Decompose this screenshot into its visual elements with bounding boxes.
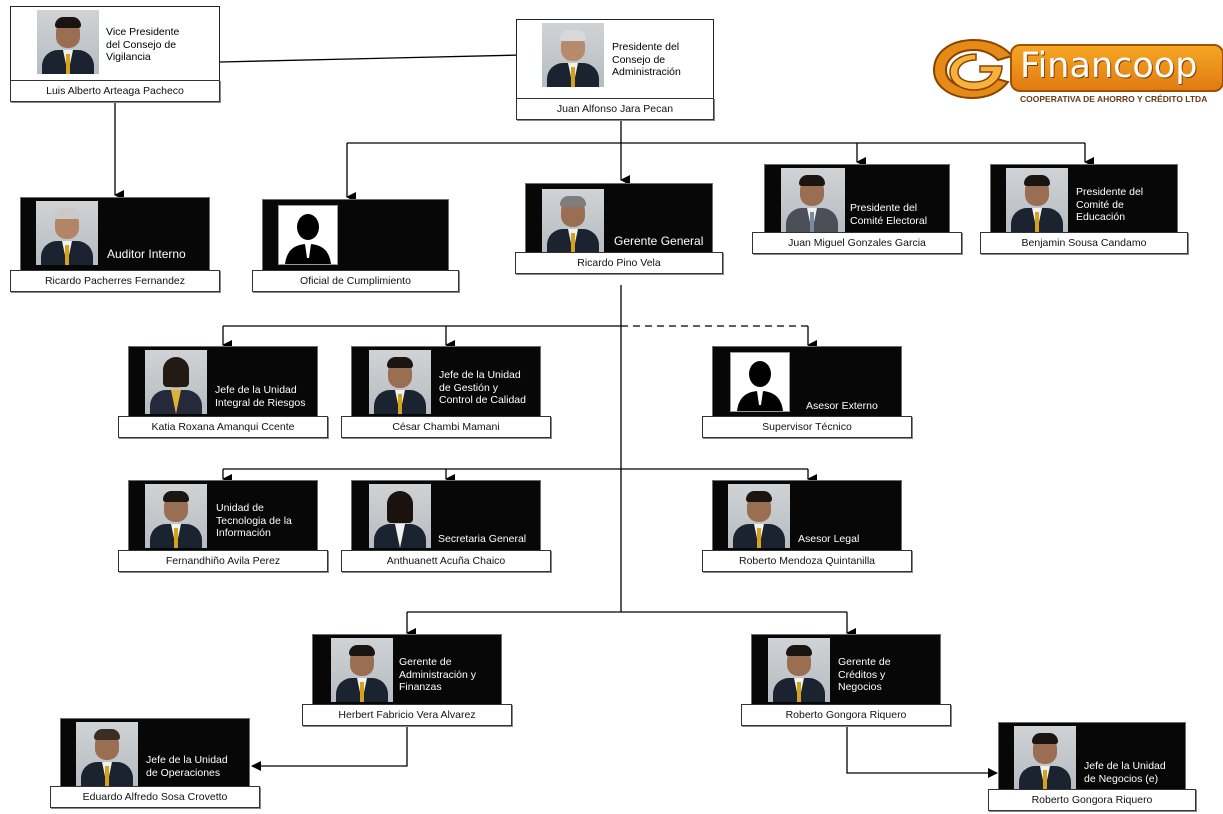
connector-to-operaciones [251,725,408,771]
logo-wordmark-box [1010,44,1223,92]
card-asesor-externo: Asesor Externo Supervisor Técnico [702,346,912,438]
card-title: Gerente General [614,234,704,248]
card-name: César Chambi Mamani [341,416,551,438]
card-name: Ricardo Pacherres Fernandez [10,270,220,292]
card-name: Oficial de Cumplimiento [252,270,459,292]
photo-avatar [369,350,431,414]
photo-avatar [145,484,207,548]
photo-avatar [1006,168,1068,232]
card-riesgos: Jefe de la Unidad Integral de Riesgos Ka… [118,346,328,438]
card-name: Supervisor Técnico [702,416,912,438]
card-secretaria: Secretaria General Anthuanett Acuña Chai… [341,480,551,572]
card-ti: Unidad de Tecnologia de la Información F… [118,480,328,572]
card-name: Katia Roxana Amanqui Ccente [118,416,328,438]
card-name: Herbert Fabricio Vera Alvarez [302,704,512,726]
photo-silhouette [278,205,338,265]
photo-avatar [76,722,138,786]
photo-avatar [542,23,604,87]
card-title: Presidente del Comité de Educación [1076,186,1144,223]
photo-avatar [331,638,393,702]
card-title: Gerente de Créditos y Negocios [838,656,891,693]
card-asesor-legal: Asesor Legal Roberto Mendoza Quintanilla [702,480,912,572]
card-name: Anthuanett Acuña Chaico [341,550,551,572]
photo-avatar [781,168,845,232]
photo-avatar [36,201,98,265]
photo-avatar [1014,726,1076,790]
logo-tagline: COOPERATIVA DE AHORRO Y CRÉDITO LTDA [1020,94,1208,104]
connector-to-negocios [846,727,998,778]
financoop-logo: Financoop COOPERATIVA DE AHORRO Y CRÉDIT… [928,32,1223,112]
card-adm-finanzas: Gerente de Administración y Finanzas Her… [302,634,512,726]
card-name: Eduardo Alfredo Sosa Crovetto [50,786,260,808]
card-name: Benjamin Sousa Candamo [980,232,1188,254]
card-gerente-general: Gerente General Ricardo Pino Vela [515,183,723,284]
photo-avatar [369,484,431,548]
card-title: Jefe de la Unidad Integral de Riesgos [215,384,306,409]
card-name: Roberto Gongora Riquero [988,789,1196,811]
card-title: Asesor Externo [806,400,878,412]
card-oficial: Oficial de Cumplimiento [252,199,459,300]
person-silhouette-icon [737,361,783,411]
photo-silhouette [730,352,790,412]
card-title: Auditor Interno [107,247,186,261]
card-title: Vice Presidente del Consejo de Vigilanci… [106,26,180,63]
card-title: Jefe de la Unidad de Gestión y Control d… [439,369,526,406]
card-name: Juan Alfonso Jara Pecan [516,98,714,120]
card-vp-vigilancia: Vice Presidente del Consejo de Vigilanci… [10,6,220,102]
connector-vp-to-president [219,54,523,63]
card-name: Fernandhiño Avila Perez [118,550,328,572]
card-auditor: Auditor Interno Ricardo Pacherres Fernan… [10,197,220,292]
card-name: Roberto Gongora Riquero [741,704,951,726]
logo-swirl-icon [932,38,1014,100]
card-title: Asesor Legal [798,533,860,545]
photo-avatar [728,484,790,548]
card-title: Jefe de la Unidad de Negocios (e) [1084,760,1166,785]
card-comite-educacion: Presidente del Comité de Educación Benja… [980,164,1188,254]
card-name: Roberto Mendoza Quintanilla [702,550,912,572]
photo-avatar [542,189,604,253]
photo-avatar [768,638,830,702]
card-title: Secretaria General [438,533,527,545]
card-calidad: Jefe de la Unidad de Gestión y Control d… [341,346,551,438]
photo-avatar [37,10,99,74]
card-operaciones: Jefe de la Unidad de Operaciones Eduardo… [50,718,260,808]
card-title: Presidente del Consejo de Administración [612,41,681,78]
card-title: Unidad de Tecnologia de la Información [216,502,292,539]
logo-brand: Financoop [1020,46,1198,86]
card-creditos: Gerente de Créditos y Negocios Roberto G… [741,634,951,726]
card-comite-electoral: Presidente del Comité Electoral Juan Mig… [752,164,962,254]
photo-avatar [145,350,207,414]
card-title: Gerente de Administración y Finanzas [399,656,477,693]
card-negocios: Jefe de la Unidad de Negocios (e) Robert… [988,722,1196,811]
card-title: Jefe de la Unidad de Operaciones [146,754,228,779]
card-name: Juan Miguel Gonzales Garcia [752,232,962,254]
card-title: Presidente del Comité Electoral [850,202,928,227]
person-silhouette-icon [285,214,331,264]
card-name: Luis Alberto Arteaga Pacheco [10,80,220,102]
card-name: Ricardo Pino Vela [515,252,723,274]
card-pres-admin: Presidente del Consejo de Administración… [516,19,714,120]
